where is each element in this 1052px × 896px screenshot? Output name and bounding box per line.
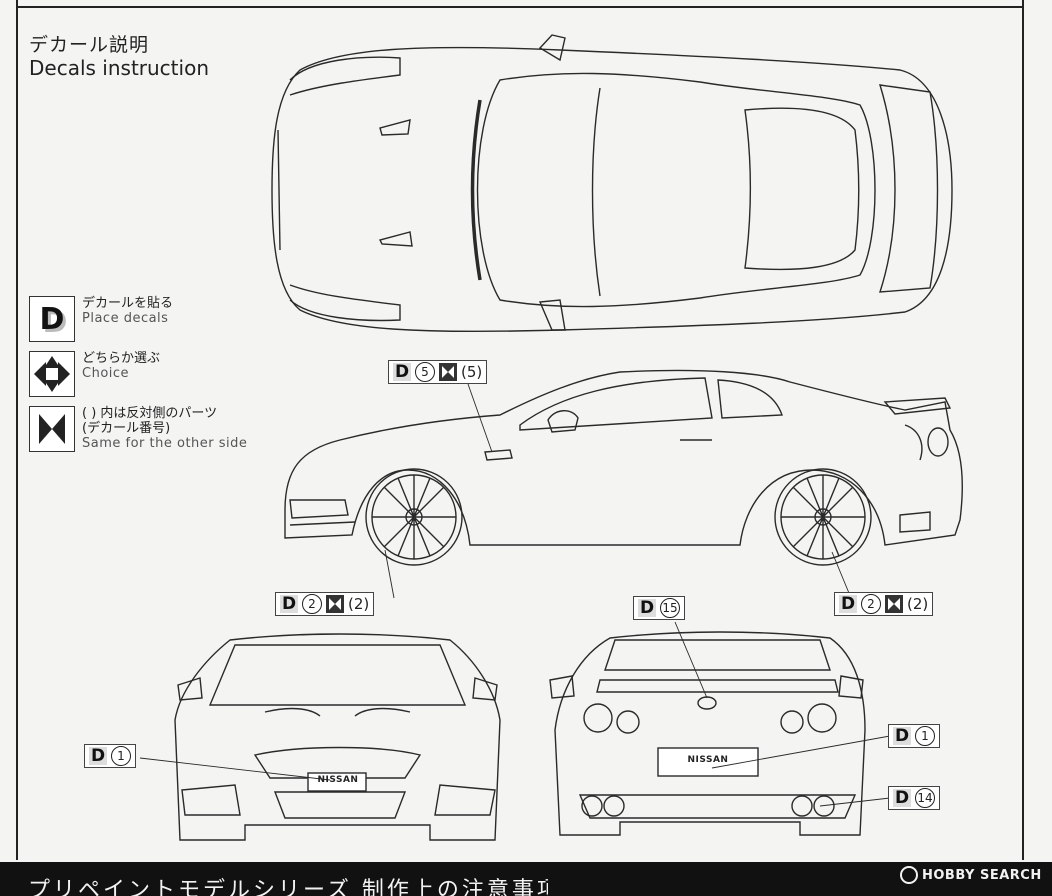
- callout-decal-15: D 15: [633, 596, 685, 620]
- legend-label-jp: どちらか選ぶ: [82, 351, 161, 366]
- callout-decal-2-front: D 2 (2): [275, 592, 375, 616]
- decal-number: 5: [415, 362, 435, 382]
- legend-label-en: Place decals: [82, 311, 169, 326]
- mirror-side-icon: [885, 595, 903, 613]
- decal-d-icon: D: [89, 746, 107, 766]
- legend-label-en: Same for the other side: [82, 436, 248, 451]
- side-view-car: [284, 369, 964, 566]
- logo-icon: [900, 866, 918, 884]
- title-english: Decals instruction: [29, 56, 209, 80]
- decal-number: 1: [111, 746, 131, 766]
- front-plate-text: NISSAN: [317, 775, 359, 785]
- decal-number: 2: [861, 594, 881, 614]
- decal-d-icon: D: [893, 788, 911, 808]
- legend-label-jp2: (デカール番号): [82, 421, 171, 436]
- watermark-text: HOBBY SEARCH: [922, 867, 1042, 883]
- decal-number: 1: [915, 726, 935, 746]
- choice-arrows-icon: [29, 351, 75, 397]
- decal-d-icon: D: [280, 594, 298, 614]
- callout-decal-5: D 5 (5): [388, 360, 488, 384]
- top-view-car: [271, 34, 953, 333]
- callout-decal-1-front: D 1: [84, 744, 136, 768]
- legend-label-jp: ( ) 内は反対側のパーツ: [82, 406, 218, 421]
- mirror-side-icon: [29, 406, 75, 452]
- decal-d-icon: D: [638, 598, 656, 618]
- legend-label-jp: デカールを貼る: [82, 296, 174, 311]
- decal-number: 15: [660, 598, 680, 618]
- rear-view-car: [549, 631, 866, 836]
- front-view-car: [174, 633, 501, 841]
- decal-d-icon: D: [29, 296, 75, 342]
- mirror-side-icon: [326, 595, 344, 613]
- title-japanese: デカール説明: [29, 34, 150, 56]
- section-heading: プリペイントモデルシリーズ 制作上の注意事項: [28, 878, 548, 896]
- decal-number: 14: [915, 788, 935, 808]
- bottom-section-band: [0, 862, 1052, 896]
- decal-d-icon: D: [893, 726, 911, 746]
- page-frame: [16, 0, 1024, 860]
- decal-d-icon: D: [393, 362, 411, 382]
- mirror-side-icon: [439, 363, 457, 381]
- watermark: HOBBY SEARCH: [900, 866, 1042, 884]
- legend-label-en: Choice: [82, 366, 130, 381]
- callout-decal-1-rear: D 1: [888, 724, 940, 748]
- decal-d-icon: D: [839, 594, 857, 614]
- other-side-number: (2): [907, 595, 929, 613]
- callout-decal-2-rear: D 2 (2): [834, 592, 934, 616]
- callout-decal-14: D 14: [888, 786, 940, 810]
- top-border: [16, 0, 1022, 8]
- decal-number: 2: [302, 594, 322, 614]
- other-side-number: (5): [461, 363, 483, 381]
- rear-plate-text: NISSAN: [687, 755, 729, 765]
- leader-lines: [139, 383, 891, 807]
- other-side-number: (2): [348, 595, 370, 613]
